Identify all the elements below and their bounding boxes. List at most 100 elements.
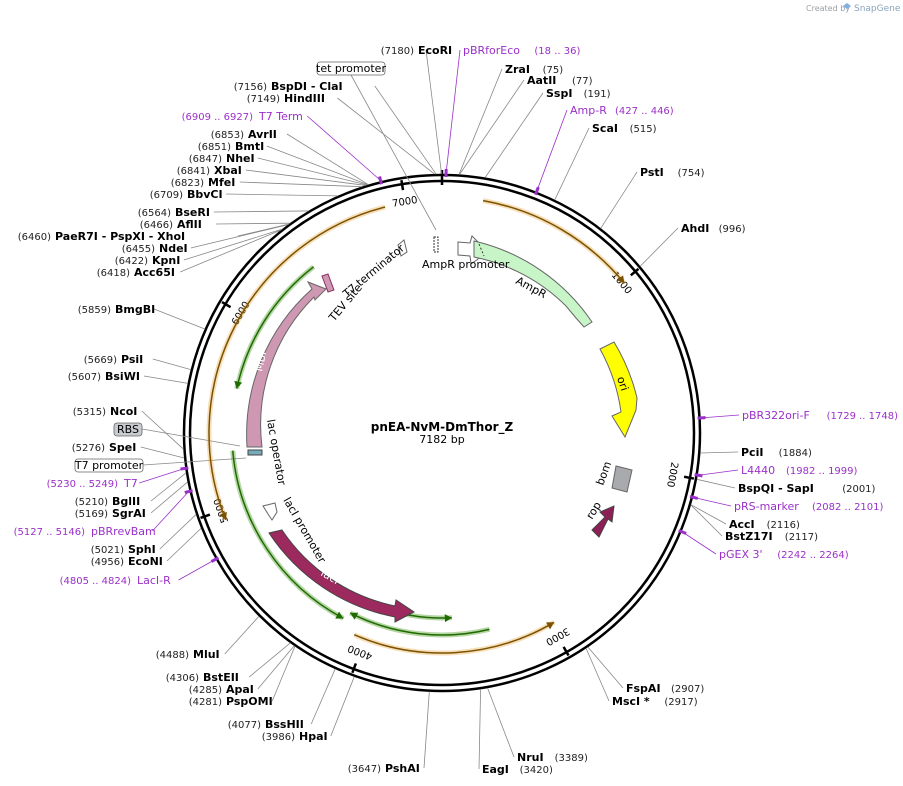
enzyme-site[interactable]: NruI(3389) (517, 751, 588, 764)
primer-leader (701, 414, 740, 419)
site-name: PciI (741, 446, 763, 459)
leader-line (310, 668, 336, 725)
primer-pbrforeco[interactable]: pBRforEco(18 .. 36) (463, 44, 580, 57)
primer-pgex-3-[interactable]: pGEX 3'(2242 .. 2264) (719, 548, 849, 561)
leader-line (585, 648, 610, 702)
enzyme-site[interactable]: AhdI(996) (681, 222, 746, 235)
boxed-label-tet-promoter[interactable]: tet promoter (316, 61, 386, 76)
primer-t7-term[interactable]: (6909 .. 6927)T7 Term (182, 110, 303, 123)
enzyme-site[interactable]: (6853)AvrII (211, 128, 277, 141)
primer-amp-r[interactable]: Amp-R(427 .. 446) (570, 104, 674, 117)
leader-line (554, 127, 590, 201)
tick-1000 (629, 267, 640, 277)
site-name: BseRI (175, 206, 210, 219)
leader-line (239, 181, 363, 188)
enzyme-site[interactable]: (6564)BseRI (138, 206, 210, 219)
enzyme-site[interactable]: (5607)BsiWI (68, 370, 140, 383)
tick-label: 1000 (609, 270, 634, 297)
site-position: (191) (584, 89, 611, 100)
site-position: (5859) (78, 305, 111, 316)
site-name: EcoRI (418, 44, 452, 57)
enzyme-site[interactable]: (6823)MfeI (171, 176, 236, 189)
leader-line (166, 527, 202, 562)
enzyme-site[interactable]: (4281)PspOMI (189, 695, 273, 708)
plasmid-name: pnEA-NvM-DmThor_Z (371, 420, 514, 435)
enzyme-site[interactable]: ScaI(515) (592, 122, 657, 135)
enzyme-site[interactable]: (6847)NheI (189, 152, 255, 165)
leader-line (478, 689, 482, 770)
leader-line (183, 228, 283, 261)
enzyme-site[interactable]: (4077)BssHII (228, 718, 304, 731)
enzyme-site[interactable]: (4285)ApaI (189, 683, 254, 696)
enzyme-site[interactable]: FspAI(2907) (626, 682, 704, 695)
site-name: NcoI (110, 405, 137, 418)
enzyme-site[interactable]: (6709)BbvCI (150, 188, 223, 201)
enzyme-site[interactable]: (5859)BmgBI (78, 303, 155, 316)
leader-line (224, 615, 260, 655)
enzyme-site[interactable]: (3647)PshAI (348, 762, 420, 775)
site-position: (5669) (84, 355, 117, 366)
enzyme-site[interactable]: (6841)XbaI (177, 164, 242, 177)
boxed-label-rbs[interactable]: RBS (113, 422, 143, 437)
site-name: AccI (729, 518, 755, 531)
ampr-arrow (473, 240, 593, 328)
enzyme-site[interactable]: (4488)MluI (156, 648, 220, 661)
primer-t7[interactable]: (5230 .. 5249)T7 (47, 477, 138, 490)
orf-arc-head (546, 622, 555, 630)
enzyme-site[interactable]: (5169)SgrAI (75, 507, 146, 520)
enzyme-site[interactable]: (5210)BglII (75, 495, 140, 508)
enzyme-site[interactable]: (7180)EcoRI (381, 44, 452, 57)
label-rop: rop (584, 499, 605, 521)
site-name: NruI (517, 751, 544, 764)
created-by-text: Created by (806, 4, 850, 13)
enzyme-site[interactable]: (4956)EcoNI (91, 555, 163, 568)
enzyme-site[interactable]: (6851)BmtI (198, 140, 264, 153)
enzyme-site[interactable]: (5315)NcoI (73, 405, 138, 418)
enzyme-site[interactable]: (5276)SpeI (72, 441, 137, 454)
enzyme-site[interactable]: BstZ17I(2117) (725, 530, 818, 543)
leader-line (696, 478, 736, 489)
primer-pbr322ori-f[interactable]: pBR322ori-F(1729 .. 1748) (742, 409, 898, 422)
leader-line (487, 687, 515, 758)
primer-pbrrevbam[interactable]: (5127 .. 5146)pBRrevBam (14, 525, 156, 538)
leader-line (266, 145, 369, 186)
enzyme-site[interactable]: ZraI(75) (505, 63, 563, 76)
enzyme-site[interactable]: MscI *(2917) (612, 695, 698, 708)
enzyme-site[interactable]: AatII(77) (527, 74, 593, 87)
site-name: MscI * (612, 695, 650, 708)
leader-line (159, 514, 197, 550)
site-position: (1884) (779, 448, 812, 459)
tick-3000 (562, 646, 570, 657)
enzyme-site[interactable]: (5669) PsiI (84, 353, 144, 366)
enzyme-site[interactable]: PstI(754) (640, 166, 705, 179)
site-position: (6422) (115, 256, 148, 267)
boxed-label-t7-promoter[interactable]: T7 promoter (74, 458, 144, 473)
primer-prs-marker[interactable]: pRS-marker(2082 .. 2101) (734, 500, 884, 513)
enzyme-site[interactable]: (4306)BstEII (166, 671, 239, 684)
enzyme-site[interactable]: SspI(191) (546, 87, 611, 100)
enzyme-site[interactable]: (7156)BspDI - ClaI (234, 80, 343, 93)
tick-6000 (221, 301, 232, 309)
enzyme-site[interactable]: (6460)PaeR7I - PspXI - XhoI (18, 230, 185, 243)
leader-line (180, 229, 282, 273)
enzyme-site[interactable]: (6466)AflII (140, 218, 202, 231)
site-name: ApaI (226, 683, 254, 696)
site-name: PsiI (121, 353, 143, 366)
primer-laci-r[interactable]: (4805 .. 4824)LacI-R (60, 574, 172, 587)
enzyme-site[interactable]: AccI(2116) (729, 518, 800, 531)
leader-line (245, 169, 366, 186)
enzyme-site[interactable]: PciI (1884) (741, 446, 812, 459)
enzyme-site[interactable]: (6422)KpnI (115, 254, 181, 267)
enzyme-site[interactable]: (5021)SphI (91, 543, 156, 556)
enzyme-site[interactable]: (3986)HpaI (262, 730, 328, 743)
leader-line (337, 97, 435, 175)
orf-arc (353, 621, 555, 654)
site-name: NheI (226, 152, 255, 165)
primer-l4440[interactable]: L4440(1982 .. 1999) (741, 464, 858, 477)
enzyme-site[interactable]: (7149)HindIII (247, 92, 325, 105)
enzyme-site[interactable]: (6455)NdeI (122, 242, 188, 255)
enzyme-site[interactable]: (6418)Acc65I (97, 266, 175, 279)
enzyme-site[interactable]: EagI(3420) (482, 763, 553, 776)
site-name: ZraI (505, 63, 530, 76)
enzyme-site[interactable]: BspQI - SapI(2001) (738, 482, 876, 495)
